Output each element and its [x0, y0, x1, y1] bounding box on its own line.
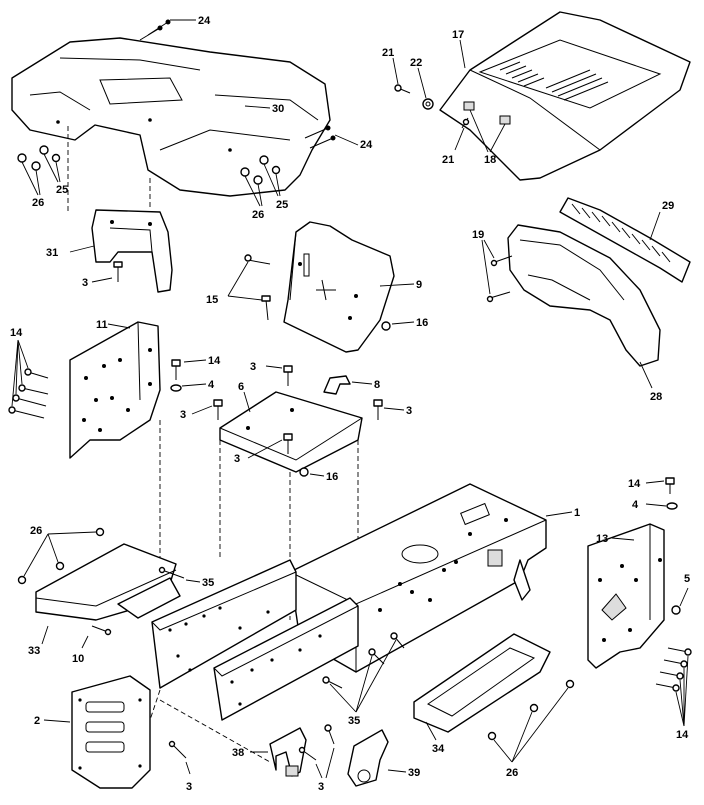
- callout-3-plate-left: 3: [180, 409, 186, 421]
- callout-14-right-top: 14: [628, 478, 641, 490]
- callout-16-upper: 16: [416, 317, 428, 329]
- callout-18: 18: [484, 154, 496, 166]
- part-2-front-bracket[interactable]: [71, 675, 151, 789]
- callout-35-footrest: 35: [202, 577, 214, 589]
- callout-14-left: 14: [10, 327, 23, 339]
- clip-8[interactable]: [323, 375, 351, 395]
- callout-31: 31: [46, 247, 58, 259]
- part-31-bracket[interactable]: [91, 209, 173, 293]
- bolt-10[interactable]: [91, 625, 112, 636]
- callout-22: 22: [410, 57, 422, 69]
- callout-25-right: 25: [276, 199, 288, 211]
- callout-15: 15: [206, 294, 218, 306]
- callout-21-lower: 21: [442, 154, 454, 166]
- callout-1: 1: [574, 507, 580, 519]
- callout-26-footrest: 26: [30, 525, 42, 537]
- part-17-hood[interactable]: [439, 11, 691, 181]
- bolt-24-right[interactable]: [304, 125, 336, 149]
- callout-35-frame: 35: [348, 715, 360, 727]
- callout-26-right: 26: [252, 209, 264, 221]
- callout-2: 2: [34, 715, 40, 727]
- callout-34: 34: [432, 743, 445, 755]
- callout-5: 5: [684, 573, 690, 585]
- frame-rail-right[interactable]: [213, 597, 359, 721]
- callout-26-step: 26: [506, 767, 518, 779]
- bolt-35-footrest[interactable]: [158, 566, 185, 579]
- callout-30: 30: [272, 103, 284, 115]
- callout-3-bracket: 3: [82, 277, 88, 289]
- callout-38: 38: [232, 747, 244, 759]
- nuts-26-footrest[interactable]: [17, 527, 105, 585]
- bolt-3-front[interactable]: [168, 740, 187, 759]
- part-33-footrest[interactable]: [35, 543, 181, 621]
- callout-39: 39: [408, 767, 420, 779]
- washer-22[interactable]: [422, 98, 434, 110]
- callout-17: 17: [452, 29, 464, 41]
- callout-25-left: 25: [56, 184, 68, 196]
- callout-14-right: 14: [676, 729, 689, 741]
- callout-11: 11: [96, 319, 108, 331]
- nuts-26-step[interactable]: [487, 679, 575, 741]
- callout-26-left: 26: [32, 197, 44, 209]
- frame-rail-left[interactable]: [151, 559, 297, 689]
- bolts-35-frame[interactable]: [322, 632, 405, 689]
- nut-5[interactable]: [671, 605, 681, 615]
- bolt-24-top[interactable]: [139, 19, 171, 41]
- screw-21-upper[interactable]: [394, 84, 411, 94]
- bolts-14-left[interactable]: [8, 368, 49, 419]
- part-38-bracket[interactable]: [269, 727, 307, 777]
- callout-33: 33: [28, 645, 40, 657]
- bolt-3-plate-center[interactable]: [283, 433, 293, 454]
- part-28-nose[interactable]: [507, 224, 661, 367]
- callout-4-right: 4: [632, 499, 639, 511]
- callout-8: 8: [374, 379, 380, 391]
- bolts-14-right[interactable]: [655, 647, 692, 692]
- callout-10: 10: [72, 653, 84, 665]
- part-39-bracket[interactable]: [347, 729, 389, 787]
- part-34-step-plate[interactable]: [413, 633, 551, 733]
- callout-24-top: 24: [198, 15, 211, 27]
- callout-24-right: 24: [360, 139, 373, 151]
- bolt-3-plate-top[interactable]: [283, 365, 293, 386]
- callout-3-plate-center: 3: [234, 453, 240, 465]
- bolts-3-brackets[interactable]: [298, 724, 335, 761]
- callout-4-left: 4: [208, 379, 215, 391]
- callout-3-front: 3: [186, 781, 192, 793]
- bolt-3-bracket[interactable]: [113, 261, 123, 282]
- callout-16-lower: 16: [326, 471, 338, 483]
- part-9-seat-pan[interactable]: [283, 221, 395, 353]
- callout-3-brackets: 3: [318, 781, 324, 793]
- callout-28: 28: [650, 391, 662, 403]
- part-29-grille[interactable]: [559, 197, 691, 283]
- callout-3-plate-top: 3: [250, 361, 256, 373]
- nut-16-upper[interactable]: [381, 321, 391, 331]
- callout-3-plate-right: 3: [406, 405, 412, 417]
- callout-6: 6: [238, 381, 244, 393]
- part-11-left-panel[interactable]: [69, 321, 161, 459]
- bolt-3-plate-left[interactable]: [213, 399, 223, 420]
- callout-19: 19: [472, 229, 484, 241]
- callout-29: 29: [662, 200, 674, 212]
- bolt-14-center[interactable]: [171, 359, 181, 380]
- washer-4-right[interactable]: [666, 502, 678, 510]
- part-6-plate[interactable]: [219, 391, 363, 473]
- callout-13: 13: [596, 533, 608, 545]
- screws-19[interactable]: [486, 255, 513, 303]
- part-30-rear-fender[interactable]: [11, 37, 331, 197]
- bolts-15[interactable]: [244, 254, 271, 321]
- bolt-14-right-top[interactable]: [665, 477, 675, 494]
- callout-9: 9: [416, 279, 422, 291]
- bolt-3-plate-right[interactable]: [373, 399, 383, 420]
- callout-21-upper: 21: [382, 47, 394, 59]
- washer-4-left[interactable]: [170, 384, 182, 392]
- part-13-right-panel[interactable]: [587, 523, 665, 669]
- nut-16-lower[interactable]: [299, 467, 309, 477]
- callout-14-center: 14: [208, 355, 221, 367]
- screw-21-lower[interactable]: [461, 117, 470, 129]
